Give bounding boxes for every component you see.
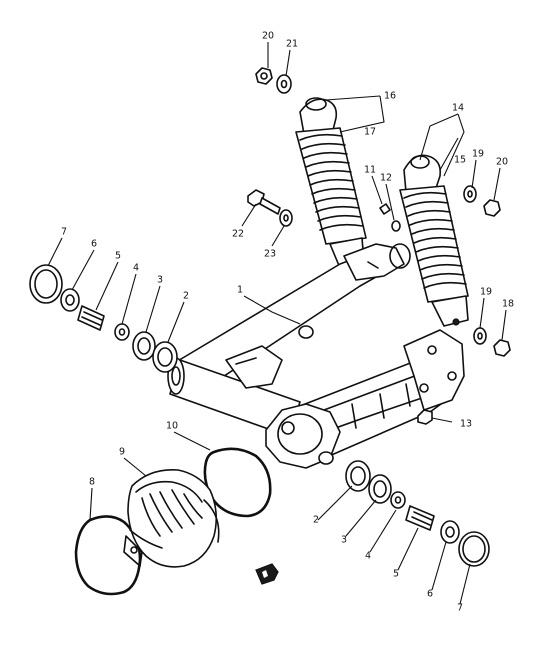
callout-11: 11 (364, 165, 376, 176)
callout-5-right: 5 (393, 569, 399, 580)
callout-17: 17 (364, 127, 376, 138)
callout-2-left: 2 (183, 291, 189, 302)
callout-5-left: 5 (115, 251, 121, 262)
callout-21: 21 (286, 39, 298, 50)
swing-arm (167, 243, 465, 469)
bearing-3-left (132, 331, 156, 361)
callout-18: 18 (502, 299, 514, 310)
callout-2-right: 2 (313, 515, 319, 526)
callout-14: 14 (452, 103, 464, 114)
callout-20-top: 20 (262, 31, 274, 42)
o-ring-9 (74, 515, 142, 596)
callout-16: 16 (384, 91, 396, 102)
callout-12: 12 (380, 173, 392, 184)
final-drive-housing-8 (123, 469, 220, 568)
spacer-4-left (114, 323, 130, 341)
callout-8: 8 (89, 477, 95, 488)
bolt-22 (247, 189, 281, 215)
callout-7-right: 7 (457, 603, 463, 614)
callout-20-right: 20 (496, 157, 508, 168)
locknut-6-left (60, 288, 80, 312)
callout-13: 13 (460, 419, 472, 430)
bearing-race-2-left (152, 341, 178, 373)
shock-mount-washer-19-lower (473, 327, 487, 345)
callout-9: 9 (119, 447, 125, 458)
callout-labels: 20 21 16 17 14 15 19 20 11 12 22 23 7 6 … (61, 31, 514, 614)
callout-3-right: 3 (341, 535, 347, 546)
leader-lines (47, 42, 507, 605)
fastener-12 (391, 220, 401, 232)
cap-7-right (458, 531, 490, 567)
callout-7-left: 7 (61, 227, 67, 238)
locknut-6-right (440, 520, 460, 544)
bearing-3-right (368, 474, 392, 504)
shock-mount-nut-18 (493, 339, 511, 357)
callout-3-left: 3 (157, 275, 163, 286)
oil-seal-7-left (29, 264, 63, 304)
pivot-shaft-5-right (405, 505, 435, 531)
callout-23: 23 (264, 249, 276, 260)
callout-1: 1 (237, 285, 243, 296)
fastener-13 (417, 409, 433, 425)
shock-mount-nut-20-upper (483, 199, 501, 217)
callout-22: 22 (232, 229, 244, 240)
callout-6-right: 6 (427, 589, 433, 600)
small-mark-icon (255, 563, 279, 585)
gasket-10 (203, 447, 272, 518)
callout-19-upper: 19 (472, 149, 484, 160)
shock-mount-washer-21 (276, 74, 292, 94)
callout-4-left: 4 (133, 263, 139, 274)
callout-19-lower: 19 (480, 287, 492, 298)
callout-15: 15 (454, 155, 466, 166)
left-shock-absorber (295, 97, 367, 277)
washer-23 (279, 209, 293, 227)
shock-mount-washer-19-upper (463, 185, 477, 203)
shock-mount-nut-20 (255, 67, 273, 85)
spacer-4-right (390, 491, 406, 509)
bearing-race-2-right (345, 460, 371, 492)
callout-6-left: 6 (91, 239, 97, 250)
fastener-11 (379, 203, 391, 215)
right-shock-absorber (399, 154, 469, 327)
pivot-shaft-5-left (77, 305, 105, 331)
callout-4-right: 4 (365, 551, 371, 562)
callout-10: 10 (166, 421, 178, 432)
